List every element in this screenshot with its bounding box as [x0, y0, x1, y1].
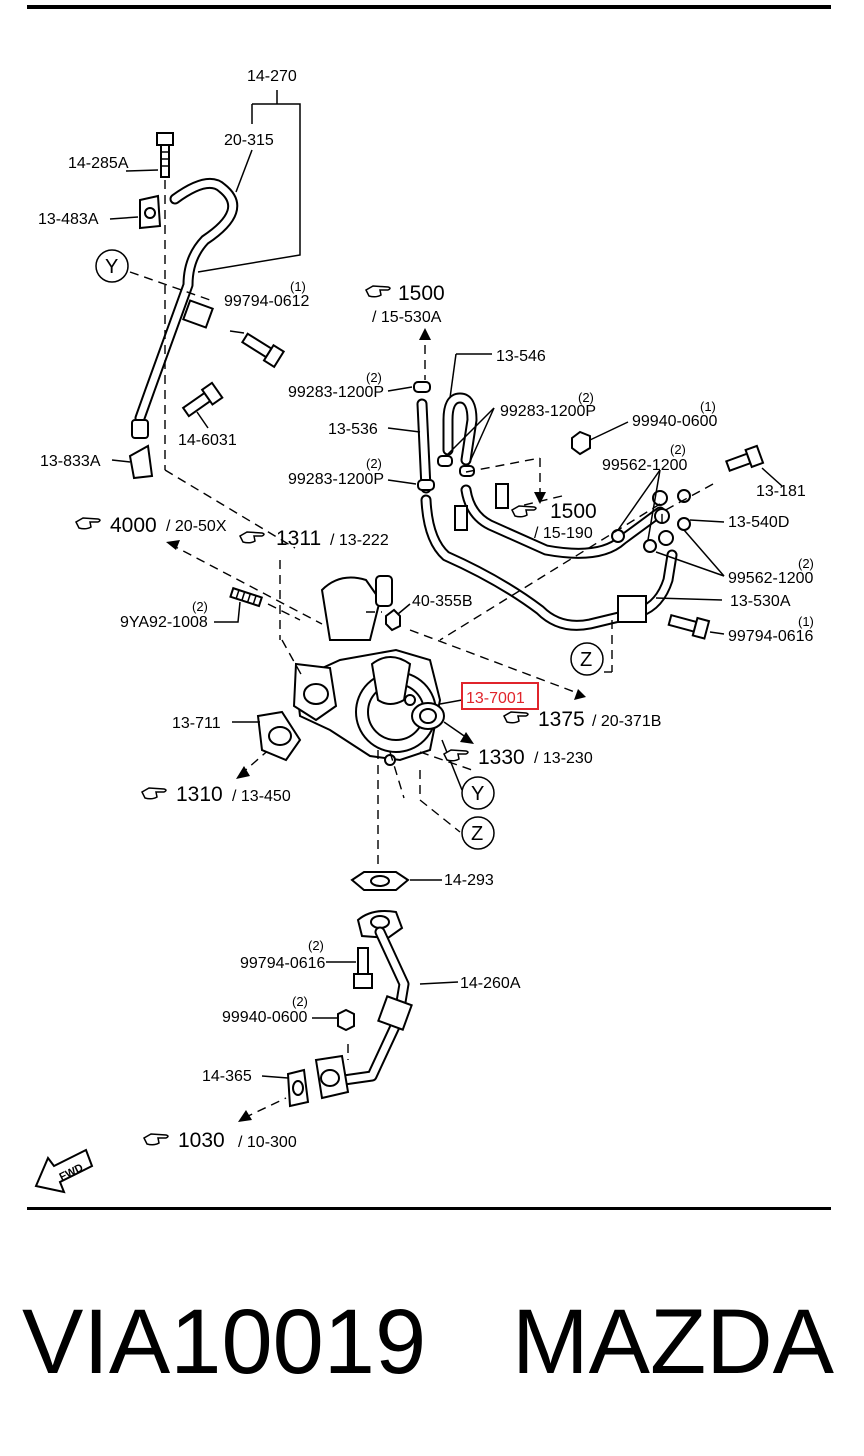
ref-1030-num: 1030: [178, 1129, 225, 1152]
bottom-rule: [27, 1207, 831, 1210]
brand-title: MAZDA: [512, 1291, 834, 1393]
label-14-293: 14-293: [444, 872, 494, 889]
qty-99562-top: (2): [670, 442, 686, 457]
label-99283-mid: 99283-1200P: [500, 403, 596, 420]
label-40-355b: 40-355B: [412, 593, 473, 610]
qty-99794-0612: (1): [290, 279, 306, 294]
highlight-box-13-7001: [461, 682, 539, 710]
qty-99283-top: (2): [366, 370, 382, 385]
ref-1330-num: 1330: [478, 746, 525, 769]
ref-1500b-num: 1500: [550, 500, 597, 523]
ref-1310-sub: / 13-450: [232, 788, 291, 805]
label-20-315: 20-315: [224, 132, 274, 149]
label-99794-0616-r: 99794-0616: [728, 628, 814, 645]
connection-markers: Y Z Y Z: [95, 249, 604, 850]
label-99283-low: 99283-1200P: [288, 471, 384, 488]
label-99940-0600-b: 99940-0600: [222, 1009, 308, 1026]
qty-99283-mid: (2): [578, 390, 594, 405]
ref-4000-num: 4000: [110, 514, 157, 537]
oil-feed-pipe-group: [109, 90, 301, 549]
marker-z-top: Z: [580, 649, 592, 671]
label-13-530a: 13-530A: [730, 593, 791, 610]
label-14-365: 14-365: [202, 1068, 252, 1085]
label-13-536: 13-536: [328, 421, 378, 438]
ref-1375-sub: / 20-371B: [592, 713, 661, 730]
label-14-260a: 14-260A: [460, 975, 521, 992]
part-code-title: VIA10019: [22, 1291, 427, 1393]
label-99562-low: 99562-1200: [728, 570, 814, 587]
label-13-546: 13-546: [496, 348, 546, 365]
part-labels: 14-270 20-315 14-285A 13-483A (1) 99794-…: [38, 68, 814, 1085]
ref-1500a-num: 1500: [398, 282, 445, 305]
ref-1500a-sub: / 15-530A: [372, 309, 442, 326]
label-99562-top: 99562-1200: [602, 457, 688, 474]
turbocharger-parts-diagram: FWD 14-270 20-315 14-285A 13-483A (1) 99…: [34, 68, 814, 1194]
marker-y-bottom: Y: [471, 783, 484, 805]
label-14-6031: 14-6031: [178, 432, 237, 449]
label-13-7001: 13-7001: [466, 690, 525, 707]
label-99283-top: 99283-1200P: [288, 384, 384, 401]
oil-return-pipe-group: [238, 871, 459, 1122]
ref-4000-sub: / 20-50X: [166, 518, 227, 535]
label-99794-0616-b: 99794-0616: [240, 955, 326, 972]
label-13-540d: 13-540D: [728, 514, 789, 531]
qty-99562-low: (2): [798, 556, 814, 571]
ref-1311-num: 1311: [276, 527, 321, 550]
ref-1030-sub: / 10-300: [238, 1134, 297, 1151]
qty-9ya92: (2): [192, 599, 208, 614]
label-99794-0612: 99794-0612: [224, 293, 310, 310]
label-13-483a: 13-483A: [38, 211, 99, 228]
ref-1330-sub: / 13-230: [534, 750, 593, 767]
label-14-285a: 14-285A: [68, 155, 129, 172]
water-pipe-group: [387, 328, 783, 673]
marker-y-top: Y: [105, 256, 118, 278]
ref-1311-sub: / 13-222: [330, 532, 389, 549]
ref-1310-num: 1310: [176, 783, 223, 806]
qty-99940-0600-top: (1): [700, 399, 716, 414]
label-99940-0600-top: 99940-0600: [632, 413, 718, 430]
qty-99794-0616-r: (1): [798, 614, 814, 629]
top-rule: [27, 5, 831, 9]
section-references: 1500 / 15-530A 1500 / 15-190 4000 / 20-5…: [75, 282, 661, 1152]
qty-99794-0616-b: (2): [308, 938, 324, 953]
forward-arrow-icon: FWD: [34, 1148, 94, 1194]
label-9ya92: 9YA92-1008: [120, 614, 208, 631]
marker-z-bottom: Z: [471, 823, 483, 845]
qty-99283-low: (2): [366, 456, 382, 471]
label-13-711: 13-711: [172, 715, 221, 732]
turbocharger-unit: [166, 540, 586, 868]
qty-99940-0600-b: (2): [292, 994, 308, 1009]
ref-1375-num: 1375: [538, 708, 585, 731]
label-13-833a: 13-833A: [40, 453, 101, 470]
ref-1500b-sub: / 15-190: [534, 525, 593, 542]
label-14-270: 14-270: [247, 68, 297, 85]
label-13-181: 13-181: [756, 483, 806, 500]
